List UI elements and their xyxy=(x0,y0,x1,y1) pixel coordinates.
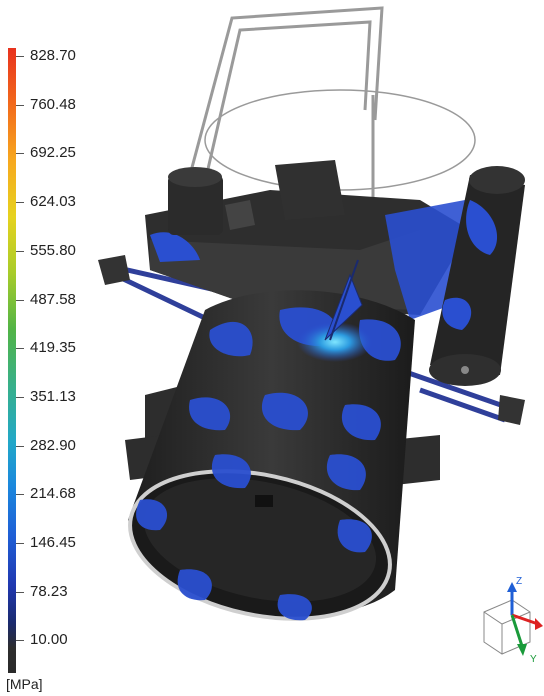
legend-tick-mark xyxy=(16,494,24,496)
legend-tick-mark xyxy=(16,445,24,447)
coordinate-triad: Z Y xyxy=(483,576,543,665)
legend-tick-mark xyxy=(16,543,24,544)
legend-tick-label: 555.80 xyxy=(30,241,76,259)
triad-z-label: Z xyxy=(516,576,522,587)
legend-tick-label: 146.45 xyxy=(30,534,76,551)
triad-z-arrow xyxy=(507,582,517,592)
instrument-barrel xyxy=(128,259,415,621)
legend-tick-mark xyxy=(16,250,24,252)
legend-tick-mark xyxy=(16,396,24,398)
left-tank xyxy=(168,167,223,235)
legend-unit: [MPa] xyxy=(6,676,43,692)
legend-tick-mark xyxy=(16,104,24,106)
legend-tick-label: 487.58 xyxy=(30,290,76,308)
legend-tick-label: 214.68 xyxy=(30,485,76,503)
triad-y-arrow xyxy=(517,644,527,656)
legend-tick-label: 624.03 xyxy=(30,193,76,211)
triad-y-axis xyxy=(510,614,524,647)
legend-tick-label: 282.90 xyxy=(30,436,76,454)
strut-tips xyxy=(98,255,525,425)
triad-y-label: Y xyxy=(530,654,537,665)
legend-tick-mark xyxy=(16,299,24,301)
triad-x-arrow xyxy=(535,618,543,630)
legend-tick-mark xyxy=(16,56,24,57)
legend-tick-label: 760.48 xyxy=(30,95,76,113)
legend-tick-label: 10.00 xyxy=(30,631,68,649)
color-scale-bar xyxy=(8,48,16,673)
legend-tick-label: 828.70 xyxy=(30,47,76,64)
legend-tick-mark xyxy=(16,640,24,642)
legend-tick-label: 351.13 xyxy=(30,387,76,405)
legend-tick-mark xyxy=(16,591,24,593)
legend-tick-label: 692.25 xyxy=(30,144,76,162)
triad-x-axis xyxy=(511,613,539,626)
legend-tick-mark xyxy=(16,348,24,350)
stress-legend: 828.70 760.48 692.25 624.03 555.80 487.58 419.… xyxy=(0,0,110,696)
legend-tick-mark xyxy=(16,202,24,204)
legend-tick-label: 78.23 xyxy=(30,582,68,600)
legend-tick-label: 419.35 xyxy=(30,339,76,357)
right-cylinder xyxy=(429,166,525,386)
legend-tick-mark xyxy=(16,153,24,155)
